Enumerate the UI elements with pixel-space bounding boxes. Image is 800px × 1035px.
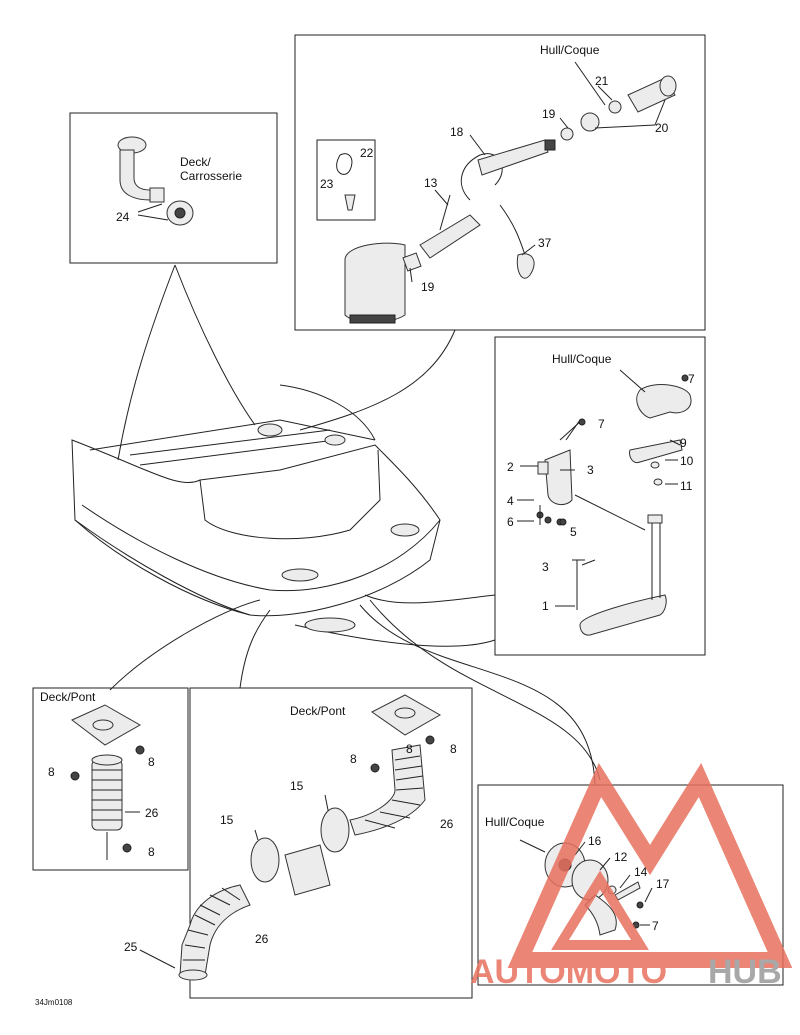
callout-22: 22 [360,146,374,160]
callout-20: 20 [655,121,669,135]
panel-sub-clamp [316,139,376,221]
callout-8-f: 8 [148,845,155,859]
callout-14: 14 [634,865,648,879]
callout-18: 18 [450,125,464,139]
callout-15-b: 15 [220,813,234,827]
label-deck-line1: Deck/ [180,155,211,169]
label-hull-top: Hull/Coque [540,43,600,57]
callout-17: 17 [656,877,670,891]
callout-11: 11 [680,479,693,493]
callout-3-upper: 3 [587,463,594,477]
callout-26-a: 26 [145,806,159,820]
panel-deck-vent [69,112,278,264]
callout-9: 9 [680,436,687,450]
callout-2: 2 [507,460,514,474]
deck-pont-center-assembly [139,694,442,981]
watermark-text-gray: HUB [708,953,782,991]
callout-8-d: 8 [450,742,457,756]
callout-8-e: 8 [48,765,55,779]
callout-37: 37 [538,236,552,250]
callout-numbers: 21 19 20 18 22 23 13 24 37 19 7 7 9 2 3 … [48,74,695,954]
callout-19-bottom: 19 [421,280,435,294]
callout-5: 5 [570,525,577,539]
callout-7-mid: 7 [598,417,605,431]
panel-bilge-pump [294,34,706,331]
hull-bracket-assembly [517,369,692,636]
callout-13: 13 [424,176,438,190]
callout-19-top: 19 [542,107,556,121]
callout-15-a: 15 [290,779,304,793]
watermark-logo-mark [507,762,793,968]
callout-8-b: 8 [148,755,155,769]
callout-1: 1 [542,599,549,613]
panel-deck-pont-left [32,687,189,871]
bilge-pump-assembly [336,61,677,324]
callout-26-b: 26 [440,817,454,831]
figure-code: 34Jm0108 [35,998,73,1007]
callout-4: 4 [507,494,514,508]
callout-25: 25 [124,940,138,954]
callout-16: 16 [588,834,602,848]
callout-21: 21 [595,74,609,88]
watermark-text-red: AUTOMOTO [470,953,667,991]
callout-24: 24 [116,210,130,224]
label-hull-bottom: Hull/Coque [485,815,545,829]
panel-hull-bracket [494,336,706,656]
callout-3-lower: 3 [542,560,549,574]
callout-10: 10 [680,454,694,468]
callout-23: 23 [320,177,334,191]
callout-7-bottom: 7 [652,919,659,933]
panel-hull-fitting [477,784,784,986]
callout-6: 6 [507,515,514,529]
deck-vent-assembly [117,136,194,226]
label-hull-mid: Hull/Coque [552,352,612,366]
automotohub-watermark: AUTOMOTO HUB [470,762,793,991]
label-deck-pont-left: Deck/Pont [40,690,96,704]
callout-12: 12 [614,850,628,864]
callout-7-top: 7 [688,372,695,386]
callout-8-a: 8 [406,742,413,756]
callout-8-c: 8 [350,752,357,766]
label-deck-line2: Carrosserie [180,169,242,183]
label-deck-pont-center: Deck/Pont [290,704,346,718]
watercraft-rear-body [71,384,441,633]
deck-pont-left-assembly [70,704,145,860]
callout-26-c: 26 [255,932,269,946]
panel-deck-pont-center [189,687,473,999]
